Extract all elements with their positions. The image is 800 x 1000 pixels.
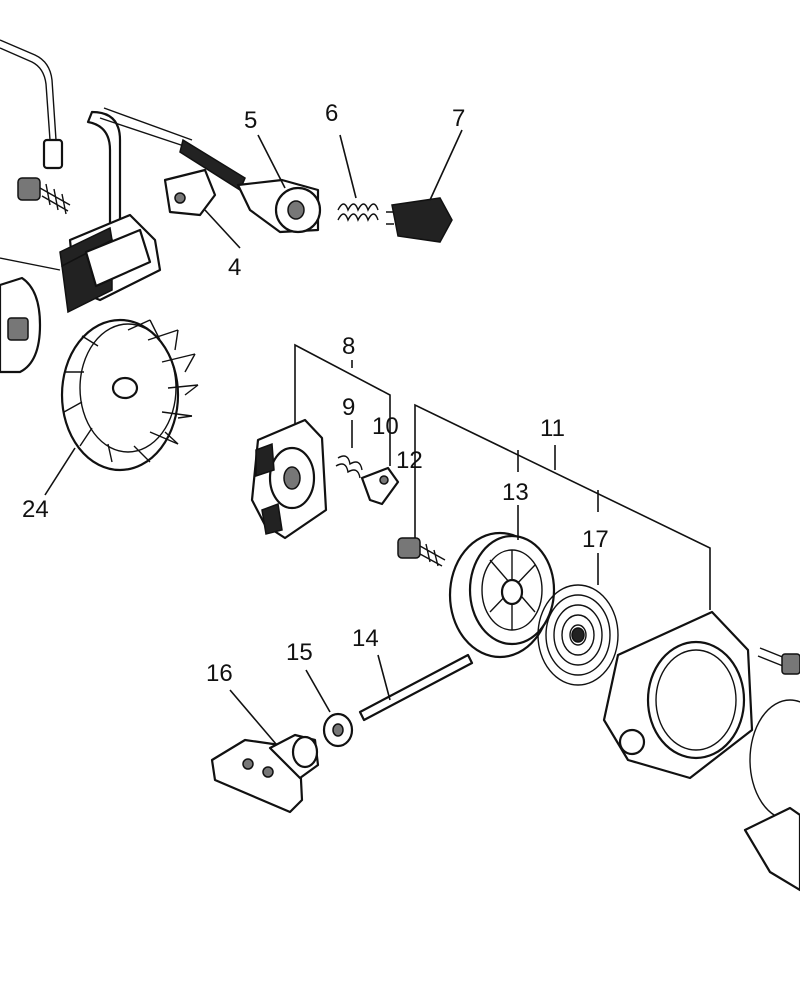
starter-housing [602, 610, 754, 780]
ignition-wire [0, 39, 64, 170]
callout-16: 16 [206, 660, 233, 687]
screw-left [17, 177, 71, 215]
flywheel-partial [0, 276, 42, 374]
callout-labels: 4 5 6 7 8 9 10 11 12 13 14 15 16 17 24 [22, 100, 609, 687]
callout-8: 8 [342, 333, 355, 360]
callout-12: 12 [396, 447, 423, 474]
ignition-coil [0, 107, 246, 314]
part-13-pulley [448, 505, 556, 659]
callout-9: 9 [342, 394, 355, 421]
cover-bottom-right [743, 806, 800, 892]
part-14-shaft [358, 653, 474, 722]
callout-10: 10 [372, 413, 399, 440]
part-17-spring [537, 553, 619, 686]
part-24-fan [44, 318, 199, 496]
callout-11: 11 [540, 415, 565, 442]
callout-14: 14 [352, 625, 379, 652]
bracket-11 [414, 403, 711, 610]
bracket-8 [294, 343, 391, 466]
part-6-spring [337, 134, 379, 222]
part-7-connector [386, 129, 463, 243]
part-12-bolt [397, 537, 446, 567]
callout-13: 13 [502, 479, 529, 506]
callout-6: 6 [325, 100, 338, 127]
part-9-spring [335, 455, 363, 479]
part-5-plug-boot [236, 134, 322, 234]
part-4-plate [163, 168, 241, 249]
bolt-right [757, 647, 800, 675]
part-8-housing [250, 418, 328, 540]
callout-7: 7 [452, 105, 465, 132]
callout-4: 4 [228, 254, 241, 281]
callout-24: 24 [22, 496, 49, 523]
callout-15: 15 [286, 639, 313, 666]
part-16-handle [210, 689, 320, 814]
part-15-washer [305, 669, 354, 748]
part-10-pawl [360, 466, 400, 506]
callout-5: 5 [244, 107, 257, 134]
ring-right [749, 699, 800, 821]
callout-17: 17 [582, 526, 609, 553]
